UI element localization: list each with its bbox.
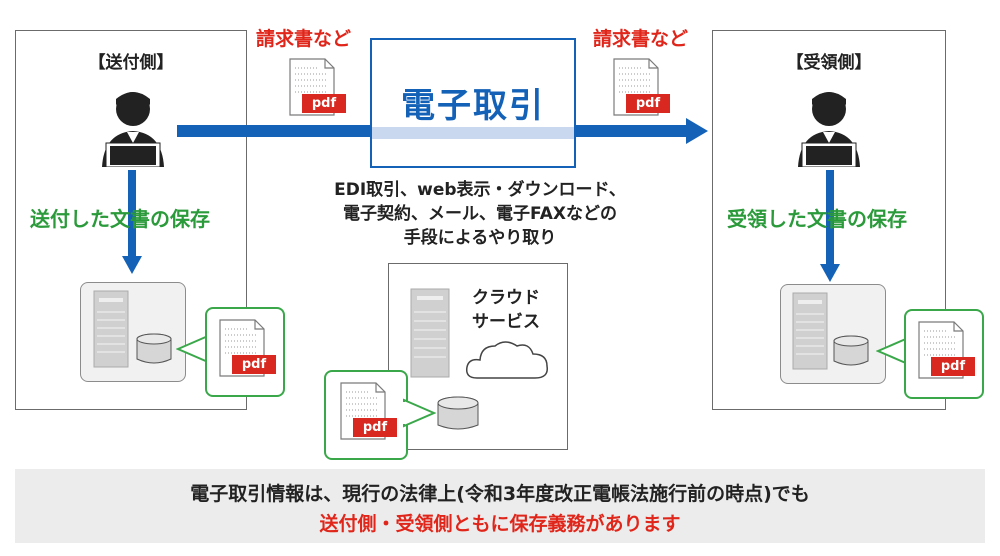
receiver-title: 【受領側】: [786, 53, 872, 73]
summary-band: 電子取引情報は、現行の法律上(令和3年度改正電帳法施行前の時点)でも 送付側・受…: [15, 469, 985, 543]
sender-person-icon: [102, 92, 164, 167]
sender-storage-label: 送付した文書の保存: [30, 207, 210, 231]
pdf-tag: pdf: [232, 355, 276, 374]
cloud-pdf-callout: pdf: [324, 370, 408, 460]
document-icon: pdf: [219, 319, 276, 377]
sender-down-arrow-head: [122, 256, 142, 274]
sender-server-icon: [93, 290, 129, 368]
pdf-tag: pdf: [931, 357, 975, 376]
means-line-2: 電子契約、メール、電子FAXなどの: [343, 204, 617, 224]
electronic-transaction-box: 電子取引: [370, 38, 576, 168]
document-icon-right: pdf: [613, 58, 670, 116]
sender-database-icon: [136, 333, 172, 364]
cloud-callout-pointer: [402, 398, 436, 428]
cloud-icon: [465, 341, 548, 379]
cloud-service-label: クラウド サービス: [472, 286, 540, 334]
receiver-person-icon: [798, 92, 860, 167]
receiver-database-icon: [833, 335, 869, 366]
center-arrow-band: [372, 127, 574, 139]
means-line-1: EDI取引、web表示・ダウンロード、: [334, 180, 626, 200]
cloud-label-line-2: サービス: [472, 312, 540, 332]
receiver-down-arrow-head: [820, 264, 840, 282]
pdf-tag: pdf: [353, 418, 397, 437]
main-arrow-head: [686, 118, 708, 144]
document-label-right: 請求書など: [593, 28, 689, 50]
summary-line-1: 電子取引情報は、現行の法律上(令和3年度改正電帳法施行前の時点)でも: [190, 483, 810, 505]
document-icon-left: pdf: [289, 58, 346, 116]
sender-title: 【送付側】: [88, 53, 174, 73]
pdf-tag: pdf: [302, 94, 346, 113]
center-title-text: 電子取引: [401, 86, 545, 126]
sender-down-arrow-shaft: [128, 170, 136, 258]
receiver-pdf-callout: pdf: [904, 309, 984, 399]
receiver-server-icon: [792, 292, 828, 370]
cloud-server-icon: [410, 288, 450, 378]
receiver-storage-label: 受領した文書の保存: [727, 207, 907, 231]
cloud-database-icon: [437, 396, 479, 430]
means-line-3: 手段によるやり取り: [403, 228, 557, 248]
cloud-label-line-1: クラウド: [472, 288, 540, 308]
summary-line-2: 送付側・受領側ともに保存義務があります: [319, 513, 681, 535]
sender-pdf-callout: pdf: [205, 307, 285, 397]
pdf-tag: pdf: [626, 94, 670, 113]
document-label-left: 請求書など: [256, 28, 352, 50]
document-icon: pdf: [340, 382, 397, 440]
receiver-down-arrow-shaft: [826, 170, 834, 266]
document-icon: pdf: [918, 321, 975, 379]
transaction-means-description: EDI取引、web表示・ダウンロード、 電子契約、メール、電子FAXなどの 手段…: [300, 178, 660, 250]
